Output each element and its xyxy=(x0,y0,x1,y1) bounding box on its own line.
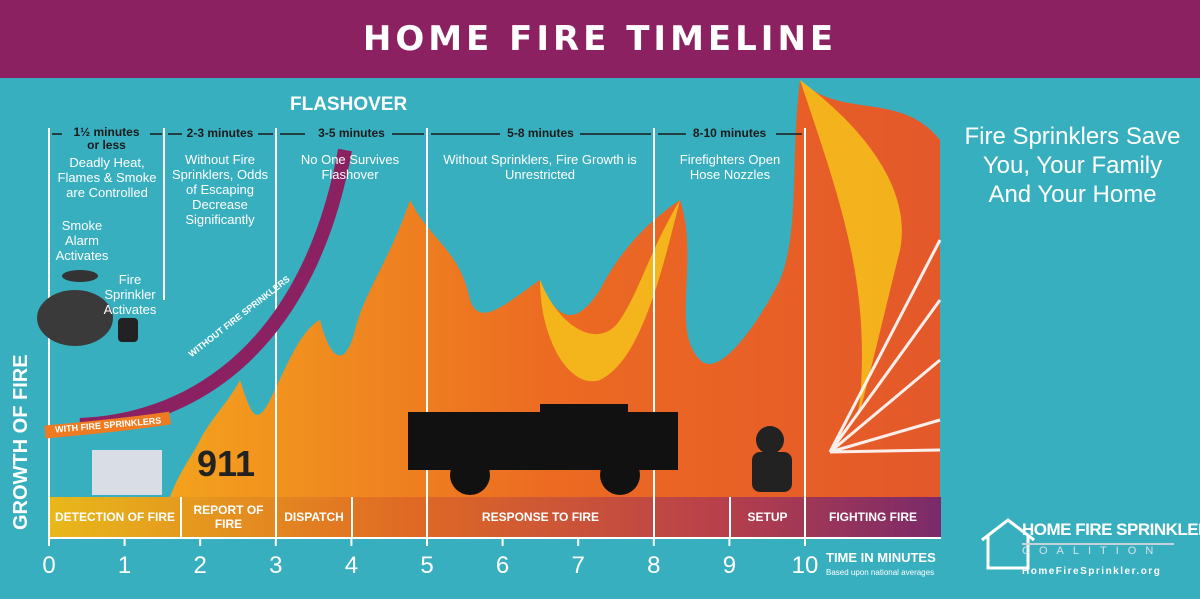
range-1-sub: or less xyxy=(87,138,126,152)
y-axis-label: GROWTH OF FIRE xyxy=(10,354,32,530)
tagline: Fire Sprinklers Save You, Your Family An… xyxy=(964,123,1181,208)
fire-truck-icon xyxy=(408,404,678,495)
x-axis-sublabel: Based upon national averages xyxy=(826,568,935,577)
tick-label-3: 3 xyxy=(269,552,283,579)
tick-label-1: 1 xyxy=(117,552,132,579)
axis-ticks xyxy=(48,538,806,546)
note-firefighters: Firefighters Open Hose Nozzles xyxy=(679,152,781,182)
tick-label-2: 2 xyxy=(193,552,207,579)
smoke-alarm-icon xyxy=(62,270,98,282)
tick-label-10: 10 xyxy=(791,552,819,579)
header-bar: HOME FIRE TIMELINE xyxy=(0,0,1200,78)
with-sprinklers-curve xyxy=(44,411,171,439)
logo-coalition: COALITION xyxy=(1022,543,1174,558)
tick-label-9: 9 xyxy=(722,552,737,579)
phase-fighting: FIGHTING FIRE xyxy=(829,510,917,524)
phase-report: REPORT OF FIRE xyxy=(193,503,264,531)
logo-name: HOME FIRE SPRINKLER xyxy=(1022,520,1200,539)
range-2: 2-3 minutes xyxy=(186,126,254,140)
range-1-label: 1½ minutes xyxy=(73,125,140,139)
bed-icon xyxy=(92,450,162,495)
phase-detection: DETECTION OF FIRE xyxy=(55,510,175,524)
range-3: 3-5 minutes xyxy=(318,126,385,140)
tick-label-7: 7 xyxy=(571,552,585,579)
page-title: HOME FIRE TIMELINE xyxy=(362,19,838,59)
note-sprinkler: Fire Sprinkler Activates xyxy=(103,272,157,317)
smoke-cloud-icon xyxy=(37,290,113,346)
phase-dispatch: DISPATCH xyxy=(284,510,344,524)
hose-spray xyxy=(828,239,942,454)
note-growth: Without Sprinklers, Fire Growth is Unres… xyxy=(443,152,637,182)
phase-response: RESPONSE TO FIRE xyxy=(481,510,600,524)
note-flashover: No One Survives Flashover xyxy=(300,152,400,182)
tick-label-5: 5 xyxy=(420,552,434,579)
tick-label-4: 4 xyxy=(344,552,359,579)
x-axis-label: TIME IN MINUTES xyxy=(826,550,936,565)
tick-label-6: 6 xyxy=(495,552,510,579)
range-4: 5-8 minutes xyxy=(507,126,574,140)
firefighter-icon xyxy=(752,426,792,492)
sprinkler-head-icon xyxy=(118,318,138,342)
flashover-label: FLASHOVER xyxy=(290,94,408,115)
tick-label-0: 0 xyxy=(42,552,56,579)
note-smoke-alarm: Smoke Alarm Activates xyxy=(55,218,109,263)
tick-label-8: 8 xyxy=(647,552,661,579)
phase-setup: SETUP xyxy=(747,510,788,524)
phase-band xyxy=(49,497,941,537)
flames xyxy=(170,80,940,497)
logo-house-icon xyxy=(981,518,1035,570)
note-controlled: Deadly Heat, Flames & Smoke are Controll… xyxy=(57,155,157,200)
note-escaping: Without Fire Sprinklers, Odds of Escapin… xyxy=(171,152,269,227)
divider-lines xyxy=(48,128,941,540)
logo-url[interactable]: HomeFireSprinkler.org xyxy=(1022,566,1162,577)
range-5: 8-10 minutes xyxy=(692,126,767,140)
flames-highlight xyxy=(540,80,902,416)
call-911: 911 xyxy=(197,443,256,484)
